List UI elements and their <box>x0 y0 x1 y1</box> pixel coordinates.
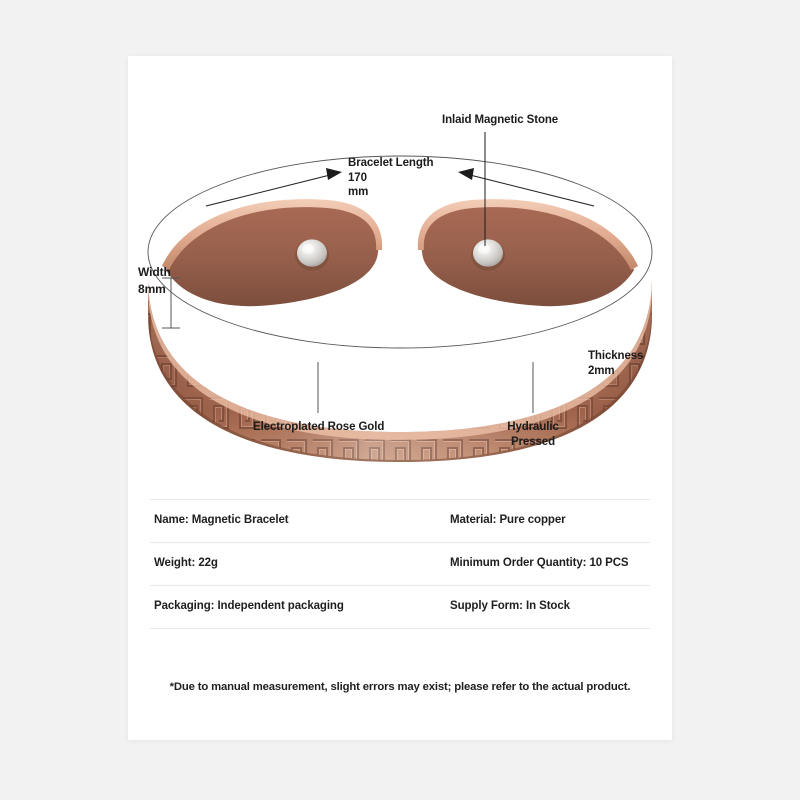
bracelet-svg <box>147 132 653 462</box>
spec-weight: Weight: 22g <box>154 557 218 570</box>
annotation-width: Width 8mm <box>138 265 171 297</box>
spec-packaging: Packaging: Independent packaging <box>154 600 344 613</box>
annotation-bracelet-length: Bracelet Length 170 mm <box>348 157 434 199</box>
annotation-thickness: Thickness 2mm <box>588 350 644 377</box>
length-arrow-right <box>458 168 595 207</box>
table-row: Packaging: Independent packaging Supply … <box>150 586 650 628</box>
annotation-electroplated-rose-gold: Electroplated Rose Gold <box>253 421 385 433</box>
table-rule-2 <box>150 585 650 586</box>
spec-name: Name: Magnetic Bracelet <box>154 514 289 527</box>
table-rule-bottom <box>150 628 650 629</box>
bracelet-left-arm-rim <box>162 199 383 270</box>
bracelet-inner-surface <box>166 205 379 307</box>
bracelet-inner-surface-right <box>421 205 634 307</box>
bracelet-illustration: Inlaid Magnetic Stone Bracelet Length 17… <box>128 56 672 476</box>
table-rule-1 <box>150 542 650 543</box>
specification-table: Name: Magnetic Bracelet Material: Pure c… <box>150 499 650 629</box>
table-rule-top <box>150 499 650 500</box>
width-dimension-line <box>162 277 180 329</box>
circumference-ellipse-guide <box>147 155 653 349</box>
annotation-hydraulic-pressed: Hydraulic Pressed <box>507 421 559 448</box>
length-arrow-left <box>205 168 342 207</box>
table-row: Name: Magnetic Bracelet Material: Pure c… <box>150 500 650 542</box>
spec-moq: Minimum Order Quantity: 10 PCS <box>450 557 629 570</box>
table-row: Weight: 22g Minimum Order Quantity: 10 P… <box>150 543 650 585</box>
spec-supply-form: Supply Form: In Stock <box>450 600 570 613</box>
magnet-stone-right <box>471 239 505 271</box>
annotation-inlaid-magnetic-stone: Inlaid Magnetic Stone <box>442 114 559 126</box>
measurement-disclaimer: *Due to manual measurement, slight error… <box>169 681 631 693</box>
bracelet-right-arm-rim <box>417 199 638 270</box>
product-spec-card: Inlaid Magnetic Stone Bracelet Length 17… <box>128 56 672 740</box>
magnet-stone-left <box>295 239 329 271</box>
spec-material: Material: Pure copper <box>450 514 566 527</box>
